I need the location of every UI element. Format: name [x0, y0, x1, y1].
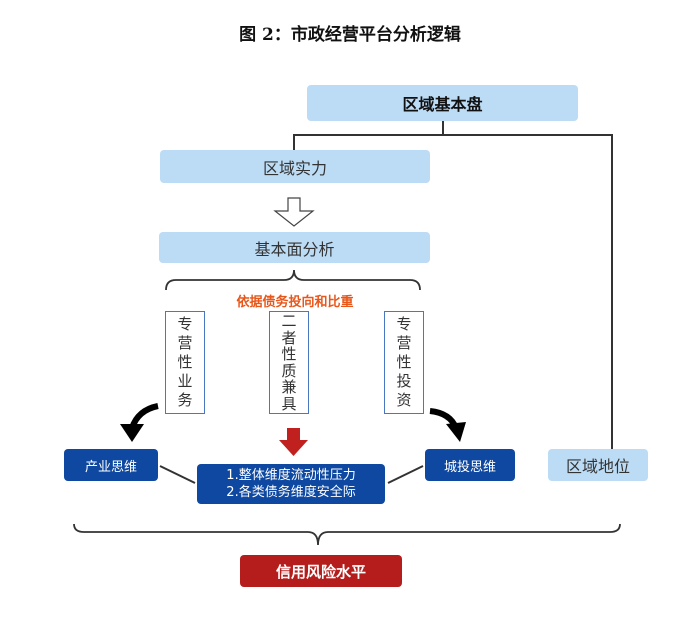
char: 质 — [281, 361, 297, 380]
char: 兼 — [281, 378, 297, 396]
credit-risk-box: 信用风险水平 — [240, 555, 402, 587]
industry-thinking-box: 产业思维 — [64, 449, 158, 481]
brace-top — [165, 269, 421, 291]
char: 资 — [396, 391, 412, 409]
char: 专 — [177, 315, 193, 333]
region-strength-box: 区域实力 — [160, 150, 430, 183]
center-analysis-box: 1.整体维度流动性压力 2.各类债务维度安全际 — [197, 464, 385, 504]
red-down-arrow-icon — [279, 428, 308, 456]
connector-ctrl — [387, 465, 424, 484]
char: 营 — [396, 334, 412, 352]
connector-industry — [159, 465, 196, 484]
connector-base — [293, 121, 613, 452]
char: 专 — [396, 315, 412, 333]
operating-investment-box: 专 营 性 投 资 — [384, 311, 424, 414]
urban-investment-thinking-box: 城投思维 — [425, 449, 515, 481]
region-position-box: 区域地位 — [548, 449, 648, 481]
char: 性 — [396, 353, 412, 371]
basis-label: 依据债务投向和比重 — [236, 295, 354, 310]
curved-arrow-right-head — [446, 422, 466, 442]
char: 者 — [281, 328, 297, 347]
fundamental-analysis-box: 基本面分析 — [159, 232, 430, 263]
char: 具 — [281, 394, 297, 413]
center-line-1: 1.整体维度流动性压力 — [226, 468, 356, 483]
char: 性 — [281, 345, 297, 363]
curved-arrow-left-head — [120, 424, 144, 442]
both-natures-box: 二 者 性 质 兼 具 — [269, 311, 309, 414]
operating-business-box: 专 营 性 业 务 — [165, 311, 205, 414]
hollow-down-arrow-icon — [273, 197, 315, 227]
char: 性 — [177, 353, 193, 371]
center-line-2: 2.各类债务维度安全际 — [226, 485, 356, 500]
region-base-box: 区域基本盘 — [307, 85, 578, 121]
figure-title: 图 2：市政经营平台分析逻辑 — [239, 25, 461, 45]
char: 营 — [177, 334, 193, 352]
char: 务 — [177, 391, 193, 409]
brace-bottom — [73, 523, 621, 546]
char: 业 — [177, 372, 193, 390]
char: 投 — [396, 372, 412, 390]
char: 二 — [281, 312, 297, 330]
